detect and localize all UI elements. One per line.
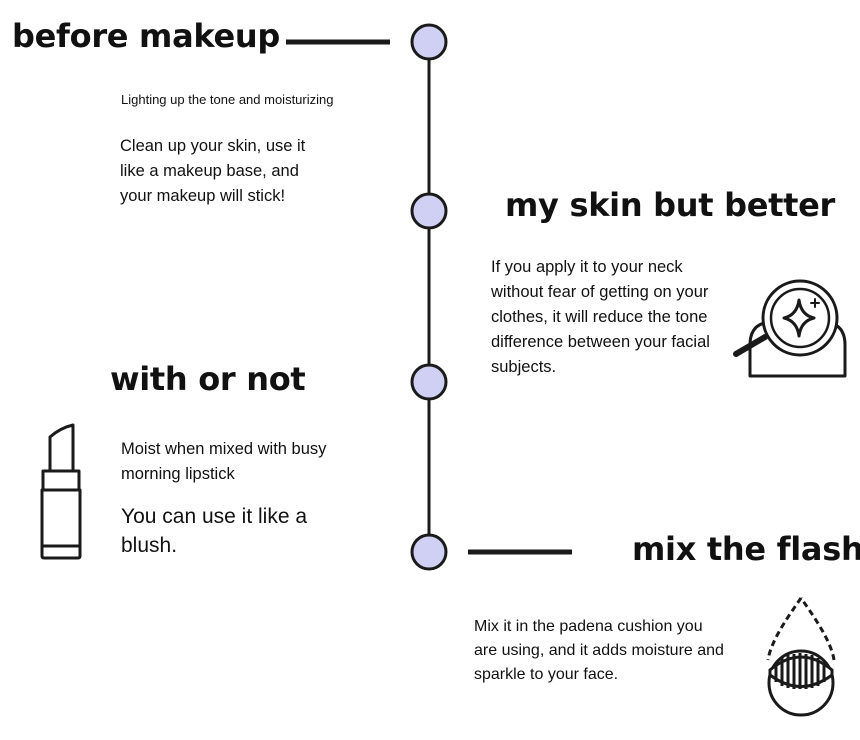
step-body-my-skin-but-better: If you apply it to your neck without fea… xyxy=(491,258,710,376)
timeline-node-3 xyxy=(410,363,448,401)
lipstick-icon xyxy=(40,423,82,560)
timeline-node-4 xyxy=(410,533,448,571)
step-body-before-makeup: Clean up your skin, use it like a makeup… xyxy=(120,137,306,205)
step-title-mix-the-flash: mix the flash xyxy=(632,530,860,568)
timeline-node-1 xyxy=(410,23,448,61)
step-body-with-or-not: Moist when mixed with busy morning lipst… xyxy=(121,440,327,483)
magnifier-sparkle-icon xyxy=(733,279,847,378)
timeline-node-2 xyxy=(410,192,448,230)
step-title-my-skin-but-better: my skin but better xyxy=(505,186,835,224)
cushion-drop-icon xyxy=(766,597,836,717)
step-title-with-or-not: with or not xyxy=(110,360,306,398)
step-title-before-makeup: before makeup xyxy=(12,17,280,55)
step-body2-with-or-not: You can use it like a blush. xyxy=(121,505,308,557)
step-body-mix-the-flash: Mix it in the padena cushion you are usi… xyxy=(474,618,724,683)
step-subtitle-before-makeup: Lighting up the tone and moisturizing xyxy=(121,92,334,107)
